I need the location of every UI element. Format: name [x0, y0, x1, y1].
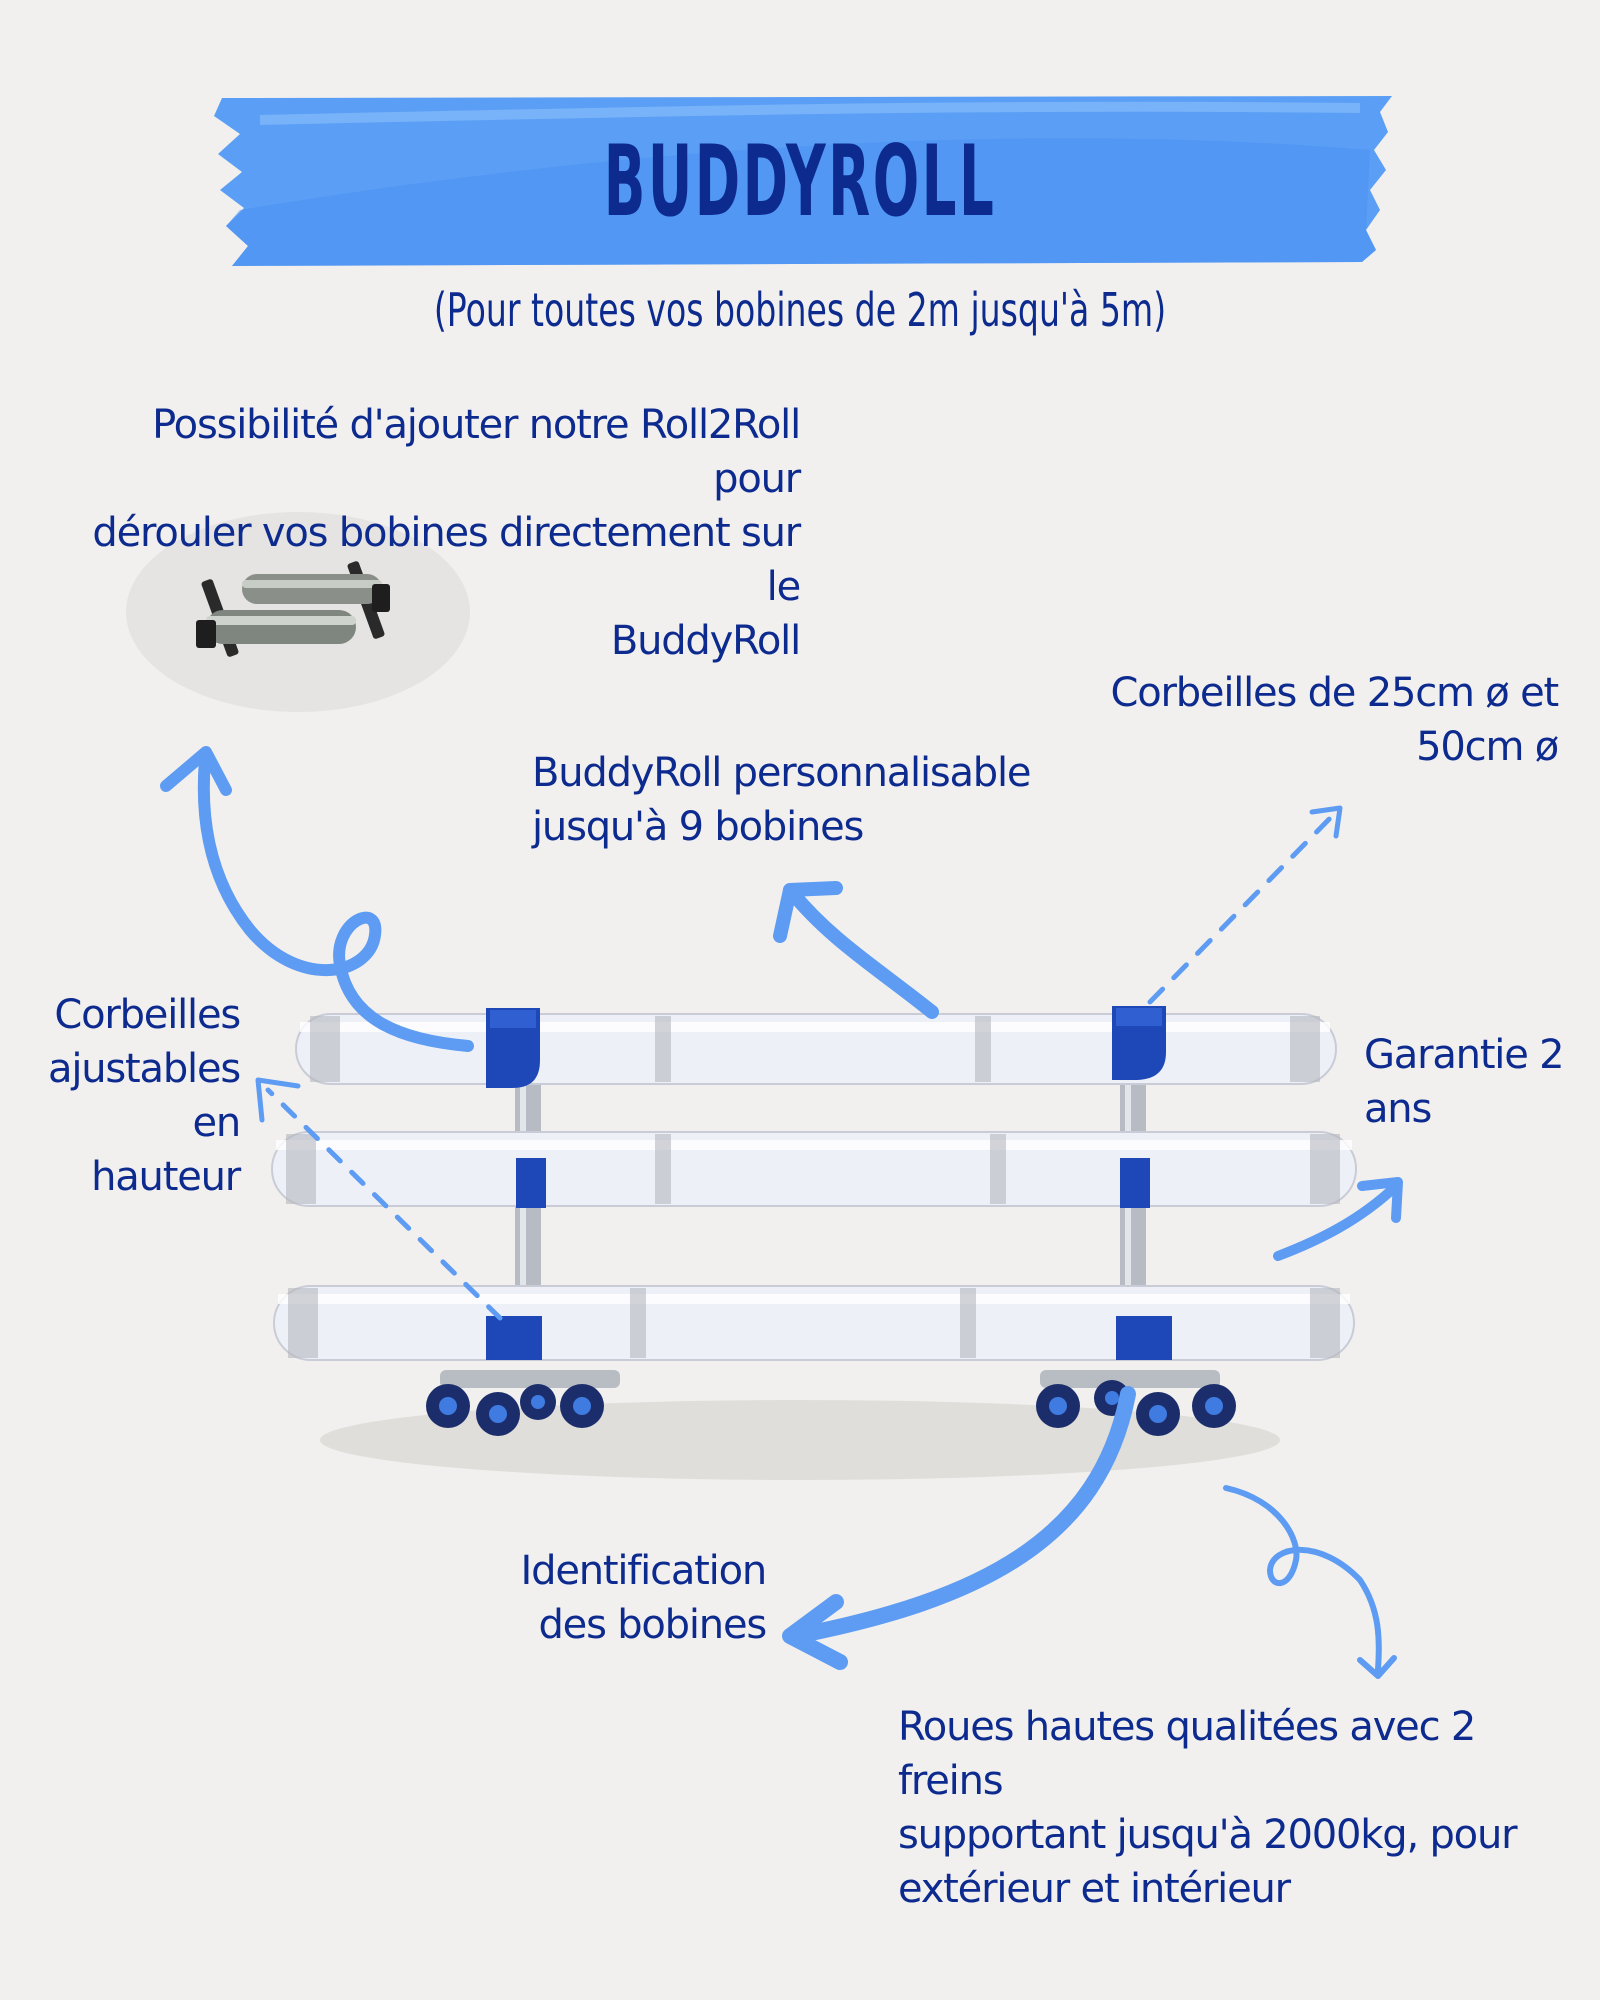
personnalisable-annotation: BuddyRoll personnalisable jusqu'à 9 bobi… — [532, 750, 1032, 850]
garantie-annotation: Garantie 2 ans — [1364, 1032, 1565, 1132]
curly-arrow-icon — [197, 754, 474, 1052]
page-subtitle: (Pour toutes vos bobines de 2m jusqu'à 5… — [433, 283, 1167, 337]
roll2roll-annotation: Possibilité d'ajouter notre Roll2Roll po… — [92, 402, 801, 664]
title-banner — [214, 96, 1392, 266]
dashed-arrow-icon — [1147, 805, 1343, 1005]
buddyroll-product — [271, 1006, 1357, 1480]
roues-annotation: Roues hautes qualitées avec 2 freins sup… — [898, 1704, 1518, 1912]
corbeilles-diametre-annotation: Corbeilles de 25cm ø et 50cm ø — [1110, 670, 1559, 770]
corbeilles-ajustables-annotation: Corbeilles ajustables en hauteur — [48, 992, 241, 1200]
identification-annotation: Identification des bobines — [520, 1548, 768, 1648]
roll2roll-image — [126, 512, 470, 712]
curved-arrow-icon — [783, 883, 939, 1019]
page-title: BUDDYROLL — [603, 125, 997, 239]
